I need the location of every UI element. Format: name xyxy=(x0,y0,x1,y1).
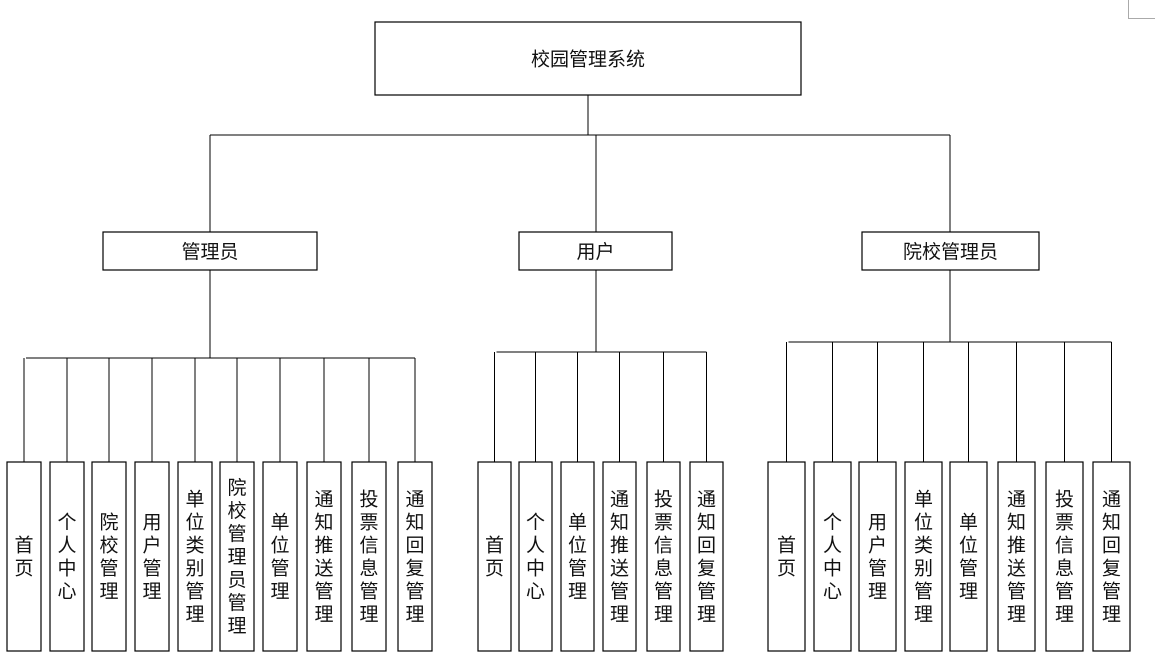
child-node: 通知推送管理 xyxy=(306,461,342,652)
child-node-box xyxy=(49,461,85,652)
child-node: 首页 xyxy=(6,461,42,652)
root-node-label: 校园管理系统 xyxy=(531,49,645,71)
child-node-box xyxy=(813,461,852,652)
group-node-box xyxy=(518,231,673,271)
child-node-label: 院校管理 xyxy=(99,512,118,603)
child-node-label: 单位类别管理 xyxy=(914,489,933,626)
child-node: 首页 xyxy=(767,461,806,652)
group-node-label: 院校管理员 xyxy=(903,241,998,263)
child-node-box xyxy=(518,461,553,652)
child-node-label: 用户管理 xyxy=(868,512,887,603)
child-node-label: 投票信息管理 xyxy=(1055,489,1074,626)
child-node-box xyxy=(997,461,1036,652)
child-node: 单位管理 xyxy=(949,461,988,652)
child-node: 用户管理 xyxy=(134,461,170,652)
child-node-label: 个人中心 xyxy=(823,512,842,603)
child-node: 个人中心 xyxy=(518,461,553,652)
child-node: 单位管理 xyxy=(560,461,595,652)
child-node-label: 通知回复管理 xyxy=(697,489,716,626)
child-node-box xyxy=(306,461,342,652)
child-node-label: 通知回复管理 xyxy=(405,489,424,626)
child-node-box xyxy=(6,461,42,652)
child-node: 单位类别管理 xyxy=(177,461,213,652)
child-node: 投票信息管理 xyxy=(1045,461,1084,652)
child-node-label: 投票信息管理 xyxy=(359,489,378,626)
group-node-box xyxy=(102,231,318,271)
child-node: 单位管理 xyxy=(262,461,298,652)
child-node: 投票信息管理 xyxy=(351,461,387,652)
child-node-box xyxy=(177,461,213,652)
child-node-label: 投票信息管理 xyxy=(654,489,673,626)
child-node-box xyxy=(1092,461,1131,652)
child-node: 通知推送管理 xyxy=(602,461,637,652)
child-node: 单位类别管理 xyxy=(904,461,943,652)
child-node-box xyxy=(602,461,637,652)
child-node-box xyxy=(477,461,512,652)
group-node-box xyxy=(861,231,1040,271)
child-node: 个人中心 xyxy=(813,461,852,652)
child-node-box xyxy=(767,461,806,652)
child-node-box xyxy=(91,461,127,652)
group-node-1: 用户 xyxy=(518,231,673,271)
child-node-box xyxy=(560,461,595,652)
child-node: 通知回复管理 xyxy=(397,461,433,652)
child-node-box xyxy=(219,461,255,652)
child-node: 通知推送管理 xyxy=(997,461,1036,652)
child-node: 院校管理员管理 xyxy=(219,461,255,652)
child-node-box xyxy=(689,461,724,652)
child-node-label: 通知推送管理 xyxy=(1007,489,1026,626)
child-node-label: 首页 xyxy=(485,535,504,580)
child-node-label: 用户管理 xyxy=(142,512,161,603)
child-node-label: 单位管理 xyxy=(270,512,289,603)
child-node: 通知回复管理 xyxy=(689,461,724,652)
group-node-0: 管理员 xyxy=(102,231,318,271)
child-node: 个人中心 xyxy=(49,461,85,652)
child-node-box xyxy=(646,461,681,652)
child-node-label: 单位管理 xyxy=(959,512,978,603)
child-node: 首页 xyxy=(477,461,512,652)
child-node-box xyxy=(949,461,988,652)
child-node: 用户管理 xyxy=(858,461,897,652)
group-node-2: 院校管理员 xyxy=(861,231,1040,271)
child-node-label: 个人中心 xyxy=(526,512,545,603)
child-node-label: 单位类别管理 xyxy=(185,489,204,626)
group-node-label: 用户 xyxy=(576,241,614,263)
child-node-box xyxy=(1045,461,1084,652)
child-node-box xyxy=(351,461,387,652)
child-node-box xyxy=(262,461,298,652)
child-node-label: 个人中心 xyxy=(57,512,76,603)
child-node: 投票信息管理 xyxy=(646,461,681,652)
child-node: 通知回复管理 xyxy=(1092,461,1131,652)
child-node-label: 通知回复管理 xyxy=(1102,489,1121,626)
child-node-label: 通知推送管理 xyxy=(610,489,629,626)
child-node-label: 院校管理员管理 xyxy=(227,477,246,637)
child-node-box xyxy=(904,461,943,652)
child-node-box xyxy=(397,461,433,652)
child-node-box xyxy=(858,461,897,652)
page-corner-mark xyxy=(1128,0,1155,19)
child-node-label: 单位管理 xyxy=(568,512,587,603)
child-node-label: 通知推送管理 xyxy=(314,489,333,626)
child-node-label: 首页 xyxy=(14,535,33,580)
root-node-box xyxy=(374,21,802,96)
group-node-label: 管理员 xyxy=(181,241,238,263)
root-node: 校园管理系统 xyxy=(374,21,802,96)
child-node: 院校管理 xyxy=(91,461,127,652)
child-node-label: 首页 xyxy=(777,535,796,580)
child-node-box xyxy=(134,461,170,652)
